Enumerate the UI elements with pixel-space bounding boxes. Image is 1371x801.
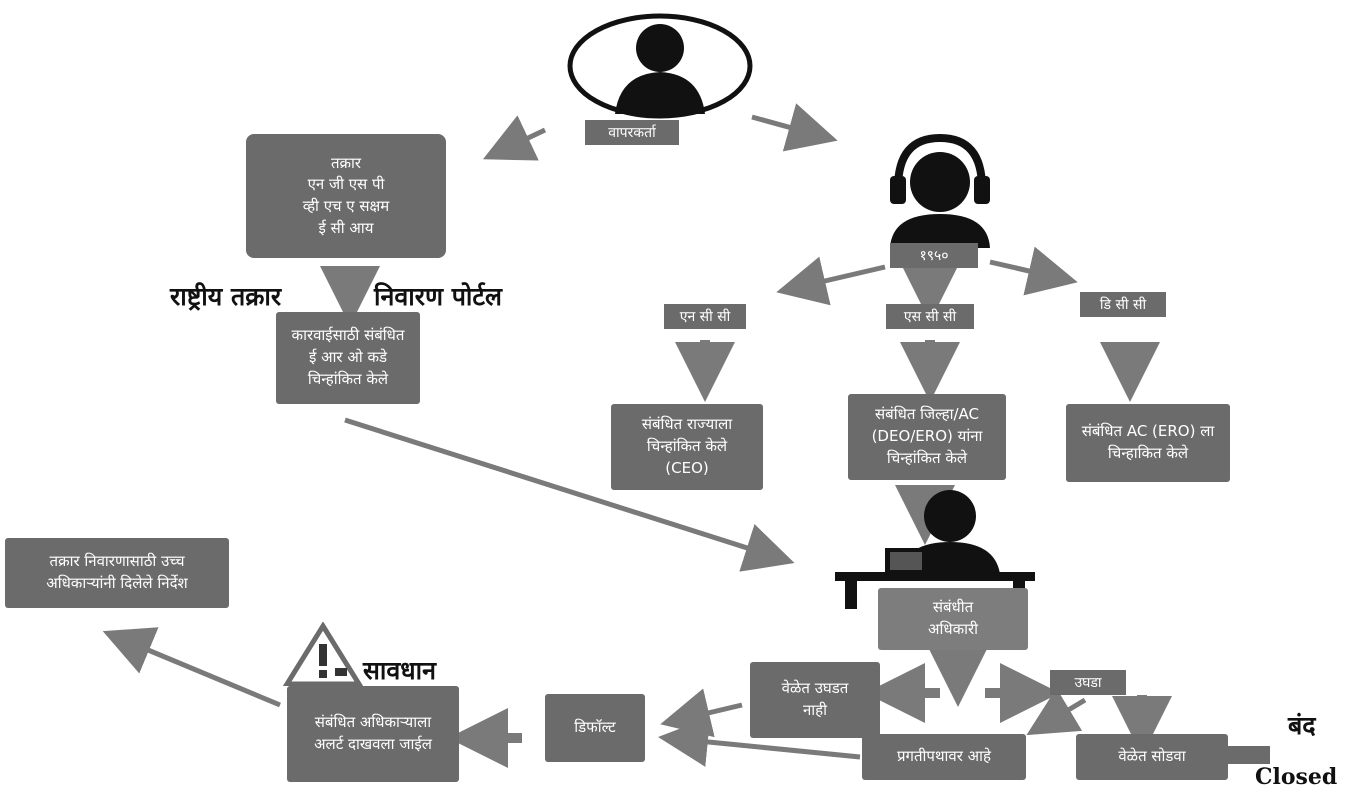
ncc-label: एन सी सी xyxy=(664,304,746,329)
closed-pipe xyxy=(1228,746,1270,764)
helpline-label: १९५० xyxy=(890,243,978,268)
warning-icon xyxy=(283,622,363,686)
district-flag-box: संबंधित जिल्हा/AC (DEO/ERO) यांना चिन्हा… xyxy=(848,394,1006,480)
resolve-box: वेळेत सोडवा xyxy=(1076,734,1228,780)
scc-label-text: एस सी सी xyxy=(903,309,957,325)
arrow-inprogress-to-default xyxy=(658,717,861,767)
dcc-label: डि सी सी xyxy=(1080,292,1166,317)
closed-label-marathi: बंद xyxy=(1288,708,1316,742)
concerned-officer-text: संबंधीत अधिकारी xyxy=(928,598,978,638)
portal-label-right-text: निवारण पोर्टल xyxy=(374,282,502,311)
concerned-officer-box: संबंधीत अधिकारी xyxy=(878,588,1028,650)
arrow-alert-to-directions xyxy=(102,627,281,708)
arrow-notopened-to-default xyxy=(660,688,743,738)
scc-label: एस सी सी xyxy=(886,304,974,329)
arrow-user-to-helpline xyxy=(751,103,838,152)
alert-box: संबंधित अधिकाऱ्याला अलर्ट दाखवला जाईल xyxy=(287,686,459,782)
closed-label-english: Closed xyxy=(1255,764,1337,790)
open-label: उघडा xyxy=(1050,670,1126,695)
user-icon xyxy=(567,13,753,119)
arrow-helpline-to-dcc xyxy=(989,246,1078,296)
directions-box: तक्रार निवारणासाठी उच्च अधिकाऱ्यांनी दिल… xyxy=(5,538,229,608)
ero-flag-box: कारवाईसाठी संबंधित ई आर ओ कडे चिन्हांकित… xyxy=(276,312,420,404)
not-opened-box: वेळेत उघडत नाही xyxy=(750,662,880,738)
portal-label-left-text: राष्ट्रीय तक्रार xyxy=(170,282,282,311)
dcc-label-text: डि सी सी xyxy=(1099,297,1147,313)
not-opened-text: वेळेत उघडत नाही xyxy=(781,679,849,719)
user-label: वापरकर्ता xyxy=(585,120,679,145)
state-flag-text: संबंधित राज्याला चिन्हांकित केले (CEO) xyxy=(641,415,733,477)
default-box: डिफॉल्ट xyxy=(545,694,645,762)
complaint-channels-box: तक्रार एन जी एस पी व्ही एच ए सक्षम ई सी … xyxy=(246,134,446,258)
portal-label-right: निवारण पोर्टल xyxy=(374,279,502,313)
open-label-text: उघडा xyxy=(1074,675,1102,691)
caution-label: सावधान xyxy=(363,653,436,687)
complaint-channels-text: तक्रार एन जी एस पी व्ही एच ए सक्षम ई सी … xyxy=(302,153,390,237)
district-flag-text: संबंधित जिल्हा/AC (DEO/ERO) यांना चिन्हा… xyxy=(871,405,983,467)
helpline-agent-icon xyxy=(890,133,990,248)
arrow-portal-to-officer xyxy=(344,417,795,572)
state-flag-box: संबंधित राज्याला चिन्हांकित केले (CEO) xyxy=(611,404,763,490)
user-label-text: वापरकर्ता xyxy=(608,125,656,141)
in-progress-text: प्रगतीपथावर आहे xyxy=(897,747,991,766)
default-text: डिफॉल्ट xyxy=(574,718,616,737)
alert-text: संबंधित अधिकाऱ्याला अलर्ट दाखवला जाईल xyxy=(314,713,432,753)
directions-text: तक्रार निवारणासाठी उच्च अधिकाऱ्यांनी दिल… xyxy=(46,552,188,592)
ac-flag-text: संबंधित AC (ERO) ला चिन्हाकित केले xyxy=(1081,422,1215,462)
arrow-open-to-inprogress xyxy=(1026,687,1087,736)
helpline-label-text: १९५० xyxy=(919,248,949,264)
in-progress-box: प्रगतीपथावर आहे xyxy=(862,734,1026,780)
closed-english-text: Closed xyxy=(1255,764,1338,790)
caution-label-text: सावधान xyxy=(363,656,437,685)
ero-flag-text: कारवाईसाठी संबंधित ई आर ओ कडे चिन्हांकित… xyxy=(291,326,405,388)
arrow-helpline-to-ncc xyxy=(776,256,886,306)
resolve-text: वेळेत सोडवा xyxy=(1118,747,1186,766)
ncc-label-text: एन सी सी xyxy=(679,309,731,325)
portal-label-left: राष्ट्रीय तक्रार xyxy=(170,279,281,313)
closed-marathi-text: बंद xyxy=(1288,711,1316,740)
arrow-user-to-complaint xyxy=(482,115,547,161)
ac-flag-box: संबंधित AC (ERO) ला चिन्हाकित केले xyxy=(1066,404,1230,482)
